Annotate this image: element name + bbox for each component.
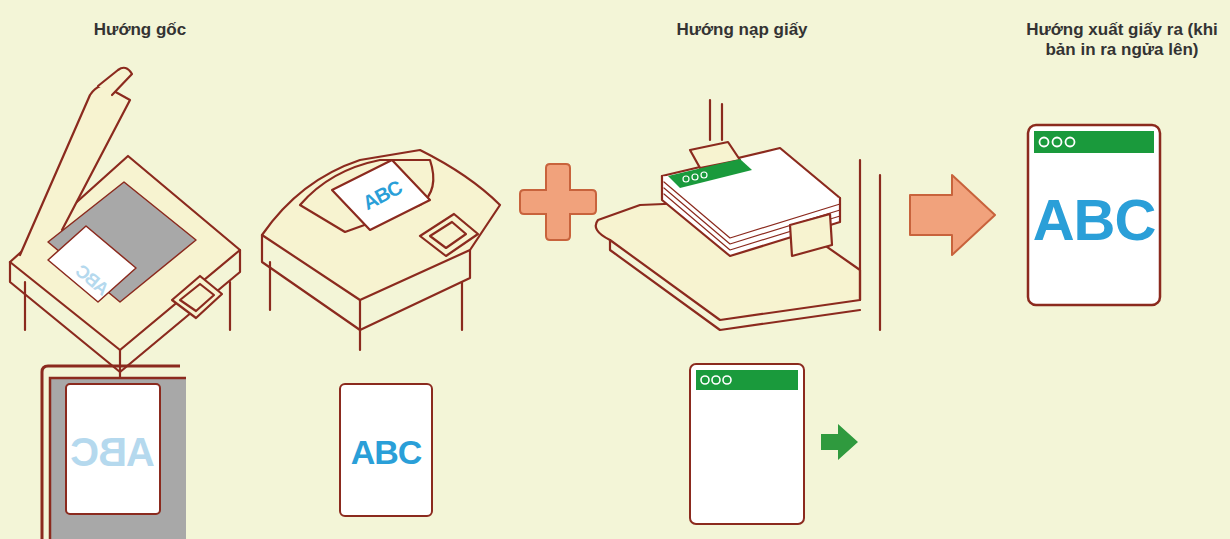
lid-hinge xyxy=(98,68,132,95)
paper-guide xyxy=(710,100,722,140)
column-heading: Hướng gốc xyxy=(40,20,240,40)
original-in-adf xyxy=(332,160,430,230)
glass-area xyxy=(50,378,186,539)
adf-legs xyxy=(270,262,462,350)
plus-sign xyxy=(520,164,596,240)
scanner-body xyxy=(10,156,240,350)
panel-screen xyxy=(430,222,466,248)
paper-stack xyxy=(662,176,840,256)
paper-stopper xyxy=(790,214,832,256)
column-heading: Hướng nạp giấy xyxy=(632,20,852,40)
original-sheet xyxy=(66,384,160,514)
green-band xyxy=(668,159,752,188)
adf-tray xyxy=(300,160,433,232)
glass-frame xyxy=(50,378,186,539)
output-sheet xyxy=(1028,125,1160,305)
circle-marks xyxy=(1040,138,1075,147)
sample-text: ABC xyxy=(1033,185,1156,255)
green-band xyxy=(1034,131,1154,153)
scanner-glass xyxy=(48,182,196,302)
feed-arrow xyxy=(821,424,858,460)
control-panel xyxy=(420,214,478,256)
column-heading: Hướng xuất giấy ra (khi bản in ra ngửa l… xyxy=(1020,20,1225,61)
control-panel xyxy=(172,276,222,318)
circle-marks xyxy=(701,376,731,384)
circle-marks xyxy=(683,172,707,182)
original-on-glass xyxy=(48,226,136,302)
adf-edge xyxy=(359,300,361,330)
sample-text: ABC xyxy=(351,432,422,473)
printer-side xyxy=(860,160,880,330)
green-band xyxy=(696,370,798,390)
output-arrow xyxy=(910,175,995,255)
adf-body xyxy=(262,150,500,300)
original-sheet xyxy=(340,384,432,516)
panel-screen xyxy=(180,284,214,311)
scanner-edge xyxy=(119,350,121,372)
paper-sheet xyxy=(690,364,804,524)
mirrored-text: ABC xyxy=(71,428,155,476)
